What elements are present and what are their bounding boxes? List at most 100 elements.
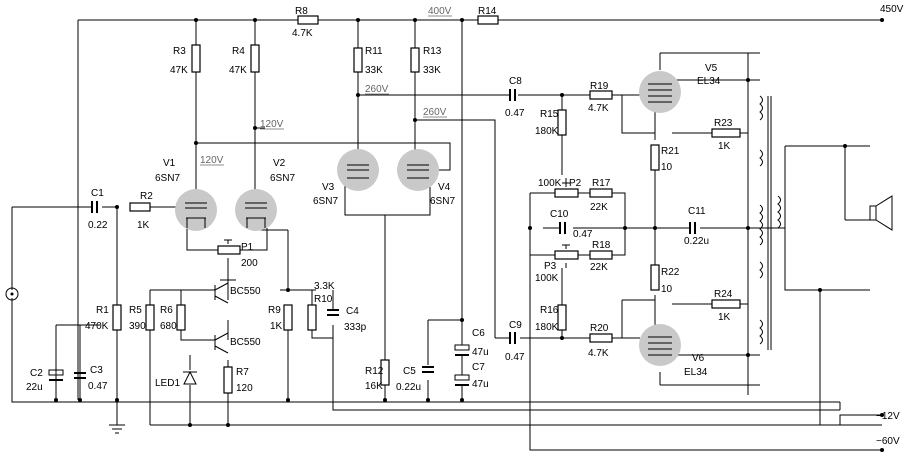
ground-symbol: [109, 400, 125, 434]
tube-v5: [639, 71, 681, 113]
wires: [11, 19, 882, 451]
r8-name: R8: [295, 6, 308, 17]
r16-value: 180K: [535, 322, 559, 333]
r18-value: 22K: [590, 262, 608, 273]
r18-name: R18: [592, 240, 611, 251]
r11-name: R11: [365, 46, 383, 57]
r24-body: [711, 299, 741, 309]
voltage-260v-a: 260V: [365, 84, 389, 95]
c4-value: 333p: [344, 322, 367, 333]
r23-value: 1K: [718, 141, 731, 152]
r13-value: 33K: [423, 65, 441, 76]
v6-name: V6: [692, 353, 705, 364]
v5-name: V5: [705, 63, 718, 74]
v6-type: EL34: [684, 367, 708, 378]
r2-body: [129, 202, 151, 212]
r9-body: [283, 304, 293, 331]
p3-name: P3: [544, 261, 557, 272]
r10-value: 3.3K: [314, 281, 335, 292]
v1-type: 6SN7: [155, 173, 180, 184]
r3-value: 47K: [170, 65, 188, 76]
voltage-260v-b: 260V: [423, 107, 447, 118]
c5-name: C5: [403, 366, 416, 377]
c6-value: 47u: [472, 347, 489, 358]
r5-body: [145, 304, 155, 331]
v2-name: V2: [273, 158, 286, 169]
r4-body: [250, 44, 260, 73]
tap-400v: 400V: [428, 6, 452, 17]
neg60-label: −60V: [876, 436, 900, 447]
c8-value: 0.47: [505, 108, 525, 119]
r7-body: [223, 366, 233, 394]
tube-v6: [639, 324, 681, 366]
p1-body: [217, 245, 241, 255]
r20-value: 4.7K: [588, 348, 609, 359]
r1-body: [112, 304, 122, 331]
r19-value: 4.7K: [588, 103, 609, 114]
r10-name: R10: [314, 294, 333, 305]
r14-body: [477, 15, 499, 25]
r6-body: [176, 304, 186, 331]
r22-name: R22: [661, 267, 680, 278]
r23-body: [711, 128, 741, 138]
tube-v4: [397, 149, 439, 191]
p1-name: P1: [241, 242, 254, 253]
c2-name: C2: [30, 368, 43, 379]
c10-name: C10: [550, 209, 569, 220]
p2-body: [554, 188, 579, 198]
r13-name: R13: [423, 46, 442, 57]
c11-value: 0.22u: [684, 236, 709, 247]
r7-value: 120: [236, 383, 253, 394]
c10-value: 0.47: [573, 229, 593, 240]
q1-type: BC550: [230, 286, 261, 297]
r12-name: R12: [365, 366, 384, 377]
r4-name: R4: [232, 46, 245, 57]
r3-body: [191, 44, 201, 73]
v2-type: 6SN7: [270, 173, 295, 184]
input-jack: [5, 287, 19, 301]
c1-value: 0.22: [88, 220, 108, 231]
r18-body: [589, 250, 613, 260]
r6-name: R6: [160, 305, 173, 316]
r24-value: 1K: [718, 312, 731, 323]
r14-name: R14: [478, 6, 497, 17]
neg12-label: −12V: [876, 411, 900, 422]
r12-body: [380, 359, 390, 386]
c11-name: C11: [688, 206, 706, 217]
r21-value: 10: [661, 162, 673, 173]
r17-body: [589, 188, 613, 198]
r13-body: [410, 47, 420, 73]
r20-name: R20: [590, 323, 609, 334]
r1-name: R1: [96, 305, 109, 316]
r23-name: R23: [714, 118, 733, 129]
speaker-icon: [869, 195, 893, 231]
q2-type: BC550: [230, 337, 261, 348]
led-name: LED1: [155, 378, 180, 389]
r24-name: R24: [714, 289, 733, 300]
c9-name: C9: [509, 320, 522, 331]
p3-body: [554, 250, 579, 260]
r9-value: 1K: [270, 321, 283, 332]
r9-name: R9: [268, 305, 281, 316]
v3-type: 6SN7: [313, 196, 338, 207]
transistors: [214, 282, 229, 354]
r7-name: R7: [236, 367, 249, 378]
r10-body: [307, 304, 317, 331]
c5-value: 0.22u: [396, 382, 421, 393]
r15-value: 180K: [535, 126, 559, 137]
capacitors: [48, 89, 696, 386]
c3-name: C3: [90, 365, 103, 376]
v4-name: V4: [438, 182, 451, 193]
v5-type: EL34: [697, 76, 721, 87]
c2-value: 22u: [26, 382, 43, 393]
c8-name: C8: [509, 76, 522, 87]
tube-v2: [235, 189, 277, 231]
r16-name: R16: [540, 305, 559, 316]
r8-value: 4.7K: [292, 28, 313, 39]
r17-name: R17: [592, 178, 611, 189]
labels: R8 4.7K R14 400V 450V R3 47K R4 47K R11 …: [26, 4, 904, 447]
v1-name: V1: [163, 158, 176, 169]
r21-body: [650, 144, 660, 171]
